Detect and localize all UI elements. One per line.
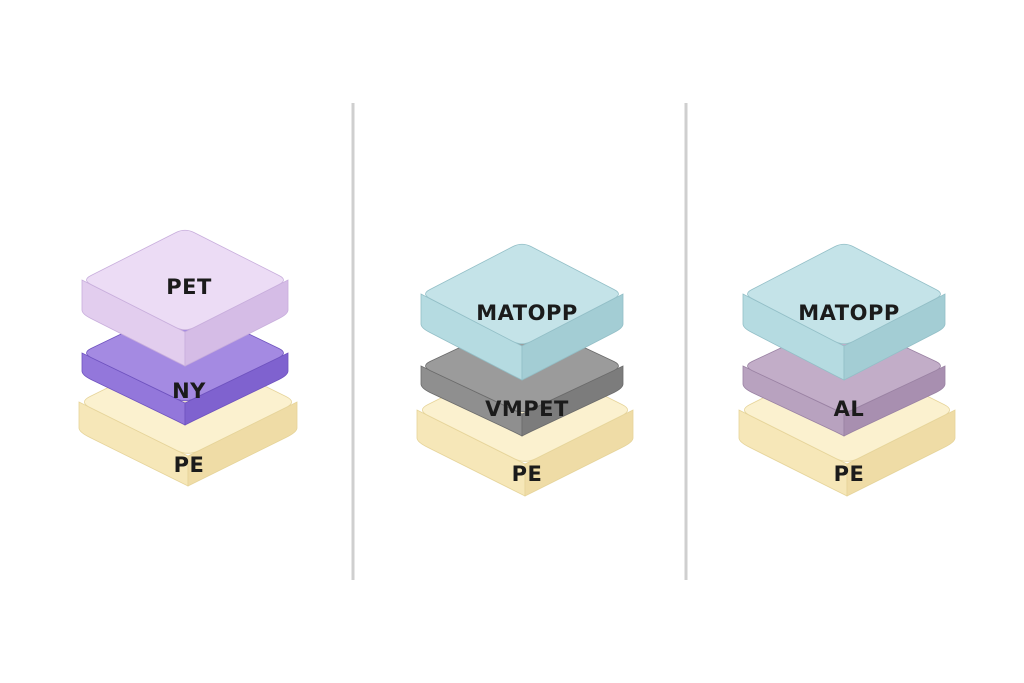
layer-matopp-right-face: [521, 293, 624, 381]
layer-block-matopp: [742, 243, 946, 381]
layer-matopp-top-face: [747, 243, 941, 345]
layer-label-pe: PE: [174, 453, 205, 477]
layer-label-ny: NY: [172, 379, 206, 403]
layer-vmpet-right-face: [521, 365, 624, 437]
layer-block-pet: [81, 229, 289, 367]
layer-pe-right-face: [846, 409, 956, 497]
layer-label-matopp: MATOPP: [798, 301, 899, 325]
layer-label-pe: PE: [834, 462, 865, 486]
layer-block-matopp: [420, 243, 624, 381]
layer-label-vmpet: VMPET: [485, 397, 569, 421]
layer-stack-matopp-vmpet-pe: PE VMPET MATOPP: [416, 243, 634, 497]
layer-pet-top-face: [86, 229, 284, 331]
layer-matopp-right-face: [843, 293, 946, 381]
layer-matopp-top-face: [425, 243, 619, 345]
layer-pe-right-face: [187, 401, 298, 487]
layer-label-al: AL: [834, 397, 865, 421]
layer-ny-right-face: [184, 352, 289, 426]
layer-label-matopp: MATOPP: [476, 301, 577, 325]
layer-stack-pet-ny-pe: PE NY PET: [78, 229, 298, 487]
layer-label-pet: PET: [166, 275, 212, 299]
layer-al-right-face: [843, 365, 946, 437]
layer-pet-right-face: [184, 279, 289, 367]
layer-stack-matopp-al-pe: PE AL MATOPP: [738, 243, 956, 497]
layer-pe-right-face: [524, 409, 634, 497]
layer-label-pe: PE: [512, 462, 543, 486]
